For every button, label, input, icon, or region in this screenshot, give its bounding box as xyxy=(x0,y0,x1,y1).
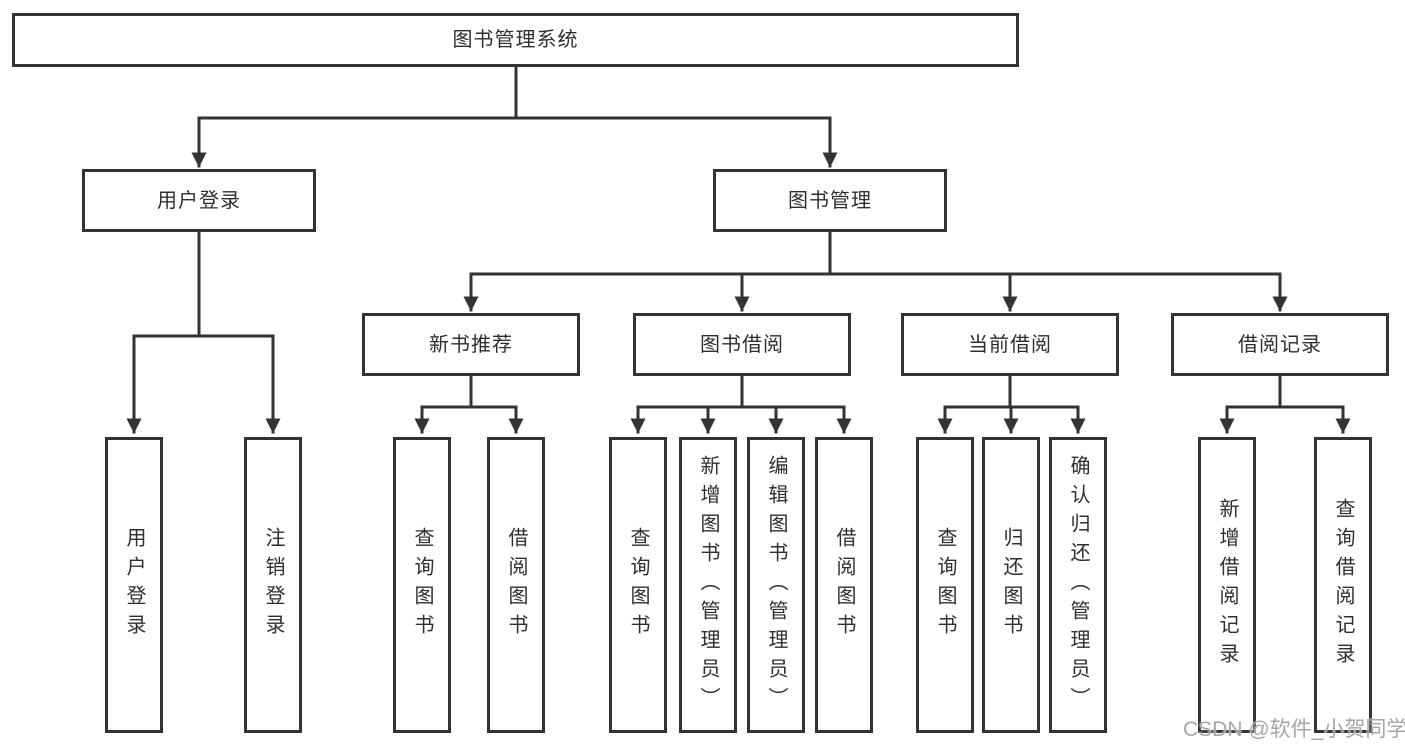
leaf-borrow-query-books: 查询图书 xyxy=(609,437,667,733)
connector-book-management-branch xyxy=(463,230,1288,312)
leaf-current-query-books: 查询图书 xyxy=(916,437,974,733)
leaf-current-confirm-return-admin: 确认归还（管理员） xyxy=(1049,437,1107,733)
leaf-borrow-edit-books-admin: 编辑图书（管理员） xyxy=(747,437,805,733)
node-book-management-branch: 图书管理 xyxy=(713,169,947,232)
connector-borrow-records xyxy=(1219,374,1351,434)
leaf-recommend-borrow-books: 借阅图书 xyxy=(487,437,545,733)
csdn-watermark: CSDN @软件_小贺同学 xyxy=(1183,718,1405,741)
leaf-user-login: 用户登录 xyxy=(105,437,163,733)
leaf-recommend-query-books: 查询图书 xyxy=(393,437,451,733)
node-root-system: 图书管理系统 xyxy=(12,13,1019,67)
node-user-login-branch: 用户登录 xyxy=(82,169,316,232)
leaf-current-return-books: 归还图书 xyxy=(982,437,1040,733)
node-book-borrow: 图书借阅 xyxy=(633,313,851,376)
node-new-book-recommend: 新书推荐 xyxy=(362,313,580,376)
connector-user-login-branch xyxy=(126,230,281,434)
node-current-borrow: 当前借阅 xyxy=(901,313,1119,376)
connector-book-borrow xyxy=(630,374,852,434)
node-borrow-records: 借阅记录 xyxy=(1171,313,1389,376)
connector-root-to-level2 xyxy=(191,64,838,168)
connector-new-book-recommend xyxy=(414,374,524,434)
leaf-records-add-borrow-record: 新增借阅记录 xyxy=(1198,437,1256,733)
connector-current-borrow xyxy=(937,374,1086,434)
leaf-borrow-add-books-admin: 新增图书（管理员） xyxy=(679,437,737,733)
leaf-records-query-borrow-record: 查询借阅记录 xyxy=(1314,437,1372,733)
leaf-borrow-borrow-books: 借阅图书 xyxy=(815,437,873,733)
leaf-logout: 注销登录 xyxy=(244,437,302,733)
